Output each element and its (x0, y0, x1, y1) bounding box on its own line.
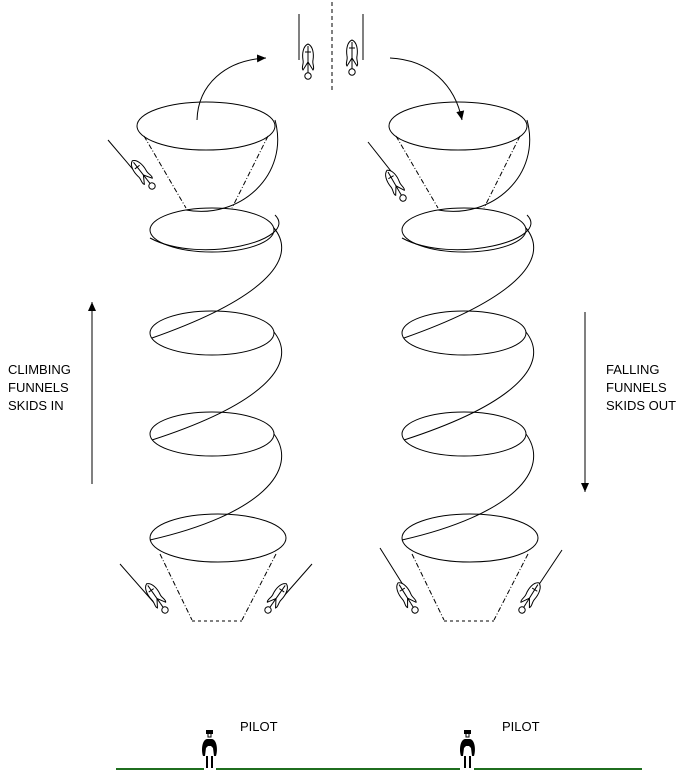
transition-kites (298, 2, 364, 90)
climbing-label-3: SKIDS IN (8, 398, 64, 413)
falling-label-2: FUNNELS (606, 380, 667, 395)
kite-icon-right-bottom-2 (514, 549, 563, 617)
falling-funnel (388, 101, 539, 622)
kite-icon-right-bottom-1 (379, 547, 423, 617)
kite-icon-left-top (107, 139, 159, 193)
kite-icon-left-bottom-1 (119, 563, 173, 617)
falling-label-1: FALLING (606, 362, 659, 377)
transition-arrow-down (389, 57, 465, 121)
climbing-label-1: CLIMBING (8, 362, 71, 377)
pilot-label-left: PILOT (240, 719, 278, 734)
falling-label-3: SKIDS OUT (606, 398, 676, 413)
kite-icon-left-bottom-2 (260, 563, 313, 617)
pilot-icon-right (459, 729, 476, 769)
kite-icon-right-top (367, 141, 411, 205)
transition-arrow-up (196, 54, 267, 121)
pilot-icon-left (201, 729, 218, 769)
climbing-funnel (136, 101, 287, 622)
pilot-label-right: PILOT (502, 719, 540, 734)
climbing-label-2: FUNNELS (8, 380, 69, 395)
